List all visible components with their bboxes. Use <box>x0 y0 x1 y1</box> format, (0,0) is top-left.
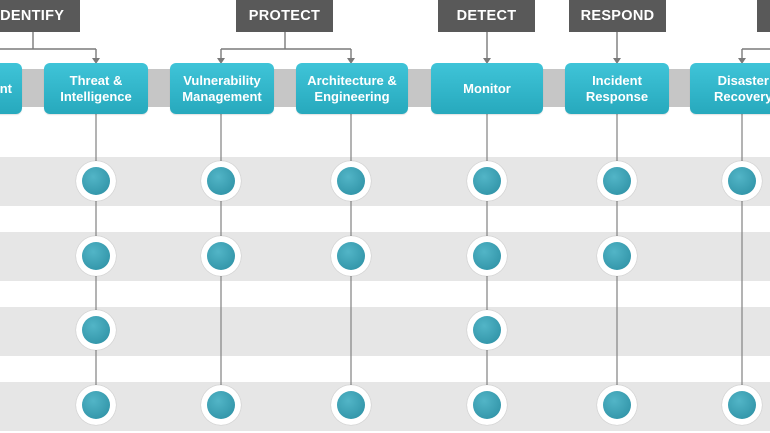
header-respond: RESPOND <box>569 0 666 32</box>
node <box>722 385 762 425</box>
node <box>467 236 507 276</box>
node <box>331 385 371 425</box>
header-detect: DETECT <box>438 0 535 32</box>
node <box>467 310 507 350</box>
node <box>201 161 241 201</box>
row-band-1 <box>0 157 770 206</box>
node <box>331 236 371 276</box>
node <box>467 161 507 201</box>
node <box>76 161 116 201</box>
header-identify: IDENTIFY <box>0 0 80 32</box>
row-band-3 <box>0 307 770 356</box>
header-recover <box>757 0 770 32</box>
node <box>201 236 241 276</box>
row-band-4 <box>0 382 770 431</box>
node <box>201 385 241 425</box>
function-threat-intelligence: Threat &Intelligence <box>44 63 148 114</box>
node <box>597 161 637 201</box>
node <box>76 236 116 276</box>
node <box>467 385 507 425</box>
node <box>722 161 762 201</box>
node <box>76 385 116 425</box>
function-monitor: Monitor <box>431 63 543 114</box>
node <box>331 161 371 201</box>
row-band-2 <box>0 232 770 281</box>
node <box>597 385 637 425</box>
function-architecture-engineering: Architecture &Engineering <box>296 63 408 114</box>
header-protect: PROTECT <box>236 0 333 32</box>
node <box>76 310 116 350</box>
function-asset-management: nt <box>0 63 22 114</box>
node <box>597 236 637 276</box>
